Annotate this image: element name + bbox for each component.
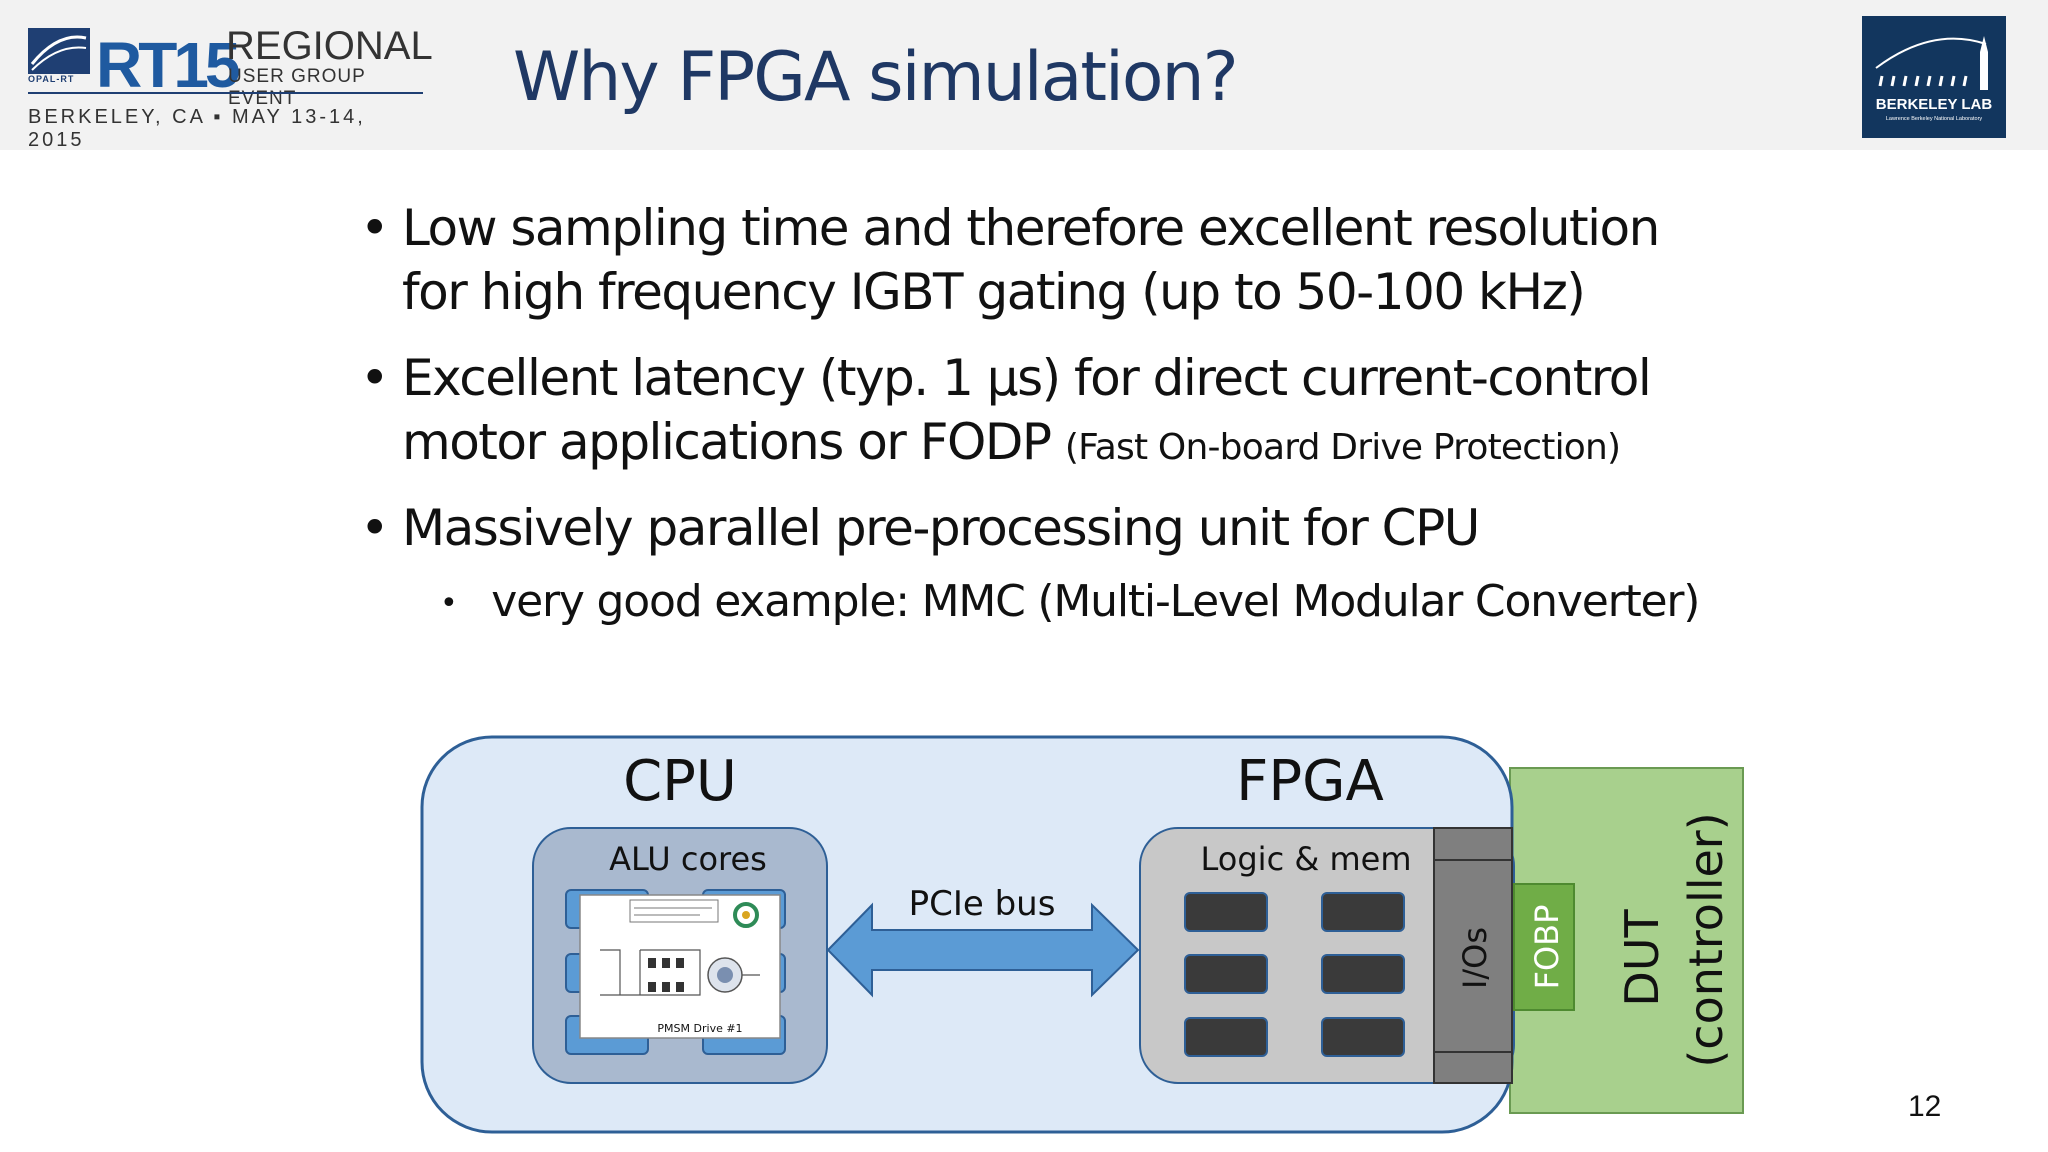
logo-divider	[28, 92, 423, 94]
bullet-text: Low sampling time and therefore excellen…	[402, 199, 1660, 257]
pcie-bus-label: PCIe bus	[909, 884, 1056, 924]
ios-strip	[1433, 827, 1513, 1084]
bullet-text: motor applications or FODP (Fast On-boar…	[402, 410, 1621, 480]
fpga-block	[1184, 954, 1268, 994]
sub-bullet-text: very good example: MMC (Multi-Level Modu…	[491, 576, 1700, 627]
bullet-text: Excellent latency (typ. 1 µs) for direct…	[402, 349, 1652, 407]
bullet-dot: •	[360, 499, 390, 557]
logo-rt-text: RT15	[96, 29, 240, 101]
sub-bullet-dot: •	[440, 586, 458, 621]
berkeley-lab-logo: BERKELEY LAB Lawrence Berkeley National …	[1862, 16, 2006, 138]
logo-date-text: BERKELEY, CA ▪ MAY 13-14, 2015	[28, 106, 366, 151]
lab-subtitle: Lawrence Berkeley National Laboratory	[1885, 116, 1983, 122]
inset-caption: PMSM Drive #1	[657, 1022, 742, 1035]
logic-mem-label: Logic & mem	[1201, 840, 1412, 878]
lab-name: BERKELEY LAB	[1875, 96, 1993, 113]
bullet-text: for high frequency IGBT gating (up to 50…	[402, 263, 1586, 321]
fpga-block	[1184, 892, 1268, 932]
sub-bullet-item: • very good example: MMC (Multi-Level Mo…	[440, 574, 1700, 632]
pmsm-drive-schematic: PMSM Drive #1	[579, 894, 781, 1039]
fpga-label: FPGA	[1236, 749, 1384, 814]
bullet-dot: •	[360, 199, 390, 257]
pcie-bus-arrow	[826, 902, 1140, 998]
ios-label: I/Os	[1456, 927, 1494, 989]
slide-title: Why FPGA simulation?	[513, 38, 1239, 117]
page-number: 12	[1908, 1090, 1942, 1123]
campanile-icon	[1875, 36, 1988, 90]
logo-opal-text: OPAL-RT	[28, 74, 75, 84]
fpga-block	[1184, 1017, 1268, 1057]
bullet-dot: •	[360, 349, 390, 407]
logo-regional-text: REGIONAL	[226, 24, 433, 68]
rt15-logo: OPAL-RT RT15 REGIONAL USER GROUP EVENT B…	[26, 22, 433, 151]
bullet-text-main: motor applications or FODP	[402, 413, 1052, 471]
alu-cores-label: ALU cores	[609, 840, 767, 878]
cpu-label: CPU	[623, 749, 737, 814]
bullet-text-small: (Fast On-board Drive Protection)	[1064, 427, 1621, 468]
controller-label: (controller)	[1679, 812, 1733, 1067]
fpga-block	[1321, 954, 1405, 994]
slide-header: OPAL-RT RT15 REGIONAL USER GROUP EVENT B…	[0, 0, 2048, 151]
fobp-label: FOBP	[1528, 905, 1566, 990]
dut-label: DUT	[1615, 909, 1669, 1007]
fpga-block	[1321, 892, 1405, 932]
opal-rt-emblem-icon	[28, 28, 90, 74]
fpga-block	[1321, 1017, 1405, 1057]
fobp-box	[1513, 883, 1575, 1011]
bullet-text: Massively parallel pre-processing unit f…	[402, 499, 1480, 557]
